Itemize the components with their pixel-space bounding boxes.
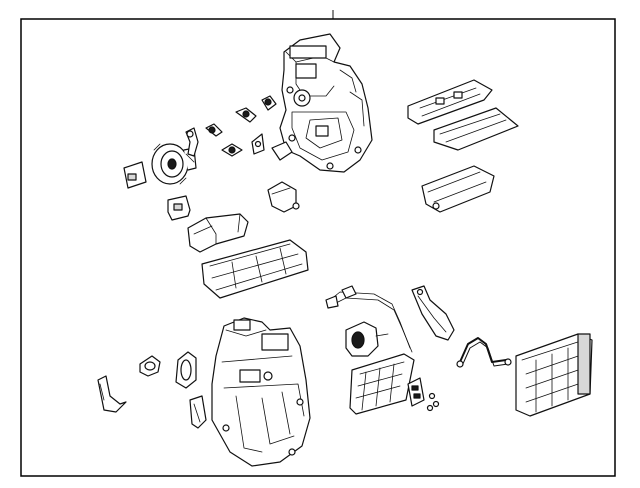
mode-door-flap-middle	[433, 107, 519, 151]
lever-link-1	[185, 127, 199, 157]
filter-frame	[201, 239, 309, 299]
blend-door-actuator	[151, 143, 197, 185]
drain-seal-ring	[175, 351, 197, 389]
refrigerant-pipe-assembly	[325, 285, 413, 353]
drain-hose-connector	[139, 355, 161, 377]
air-mix-door	[421, 165, 495, 213]
mode-actuator-bracket	[123, 161, 147, 189]
bracket-clip	[271, 141, 293, 161]
expansion-valve	[345, 321, 389, 357]
lever-link-4	[261, 95, 277, 111]
heater-tube	[456, 337, 512, 368]
upper-heater-case	[279, 33, 373, 173]
evaporator-sensor	[407, 377, 425, 407]
lever-link-3	[235, 107, 257, 123]
mode-door-flap-upper	[407, 79, 493, 125]
lever-link-5	[221, 143, 243, 157]
lever-link-2	[205, 123, 223, 137]
screws	[426, 392, 440, 412]
defrost-damper	[267, 181, 300, 213]
mounting-bracket	[411, 285, 455, 341]
lever-link-6	[251, 133, 265, 155]
evaporator-core	[349, 353, 415, 415]
drain-tube	[97, 375, 127, 413]
heater-core	[515, 333, 593, 417]
case-bracket	[189, 395, 207, 429]
lower-blower-case	[211, 317, 311, 467]
air-duct	[187, 213, 249, 253]
resistor	[167, 195, 191, 221]
